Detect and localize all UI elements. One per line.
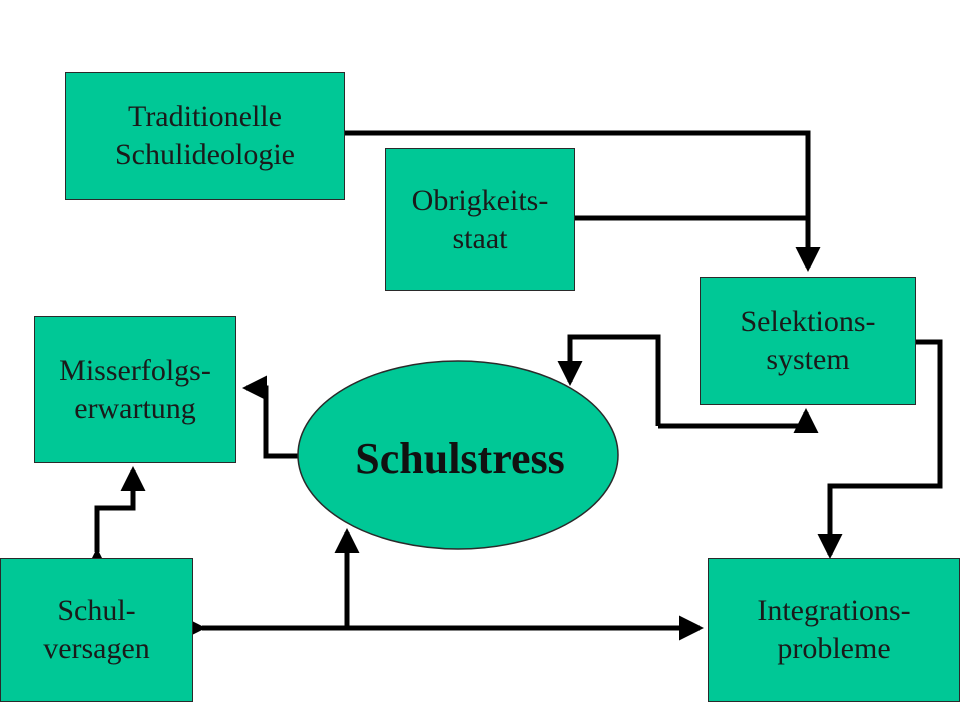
node-traditionelle-line2: Schulideologie (115, 138, 295, 171)
arrow-schulstress-to-selektion (658, 407, 819, 433)
node-schulversagen-line2: versagen (43, 632, 150, 665)
node-selektion-line2: system (766, 343, 850, 376)
node-misserfolg-line1: Misserfolgs- (59, 353, 211, 387)
node-integration-line1: Integrations- (757, 594, 911, 627)
arrow-traditionelle-to-selektion (345, 130, 821, 273)
arrow-selektion-to-integration (817, 339, 943, 560)
node-misserfolgserwartung: Misserfolgs- erwartung (34, 316, 236, 463)
arrow-misserfolg-schulversagen (84, 465, 146, 573)
node-schulversagen-line1: Schul- (57, 594, 136, 627)
node-integrationsprobleme: Integrations- probleme (708, 558, 960, 702)
node-obrigkeit-line1: Obrigkeits- (411, 183, 549, 217)
schulstress-ellipse (297, 360, 619, 550)
arrow-schulstress-to-misserfolg (241, 375, 300, 459)
node-obrigkeitsstaat: Obrigkeits- staat (385, 148, 575, 291)
node-misserfolg-line2: erwartung (74, 391, 196, 425)
arrow-selektion-to-schulstress (557, 334, 661, 426)
node-obrigkeit-line2: staat (452, 221, 508, 255)
node-selektion-line1: Selektions- (740, 305, 876, 338)
node-traditionelle-line1: Traditionelle (128, 100, 282, 133)
schulstress-label: Schulstress (355, 433, 565, 483)
node-selektionssystem: Selektions- system (700, 277, 916, 405)
node-integration-line2: probleme (777, 632, 891, 665)
node-schulversagen: Schul- versagen (0, 558, 193, 702)
node-traditionelle-schulideologie: Traditionelle Schulideologie (65, 72, 345, 200)
